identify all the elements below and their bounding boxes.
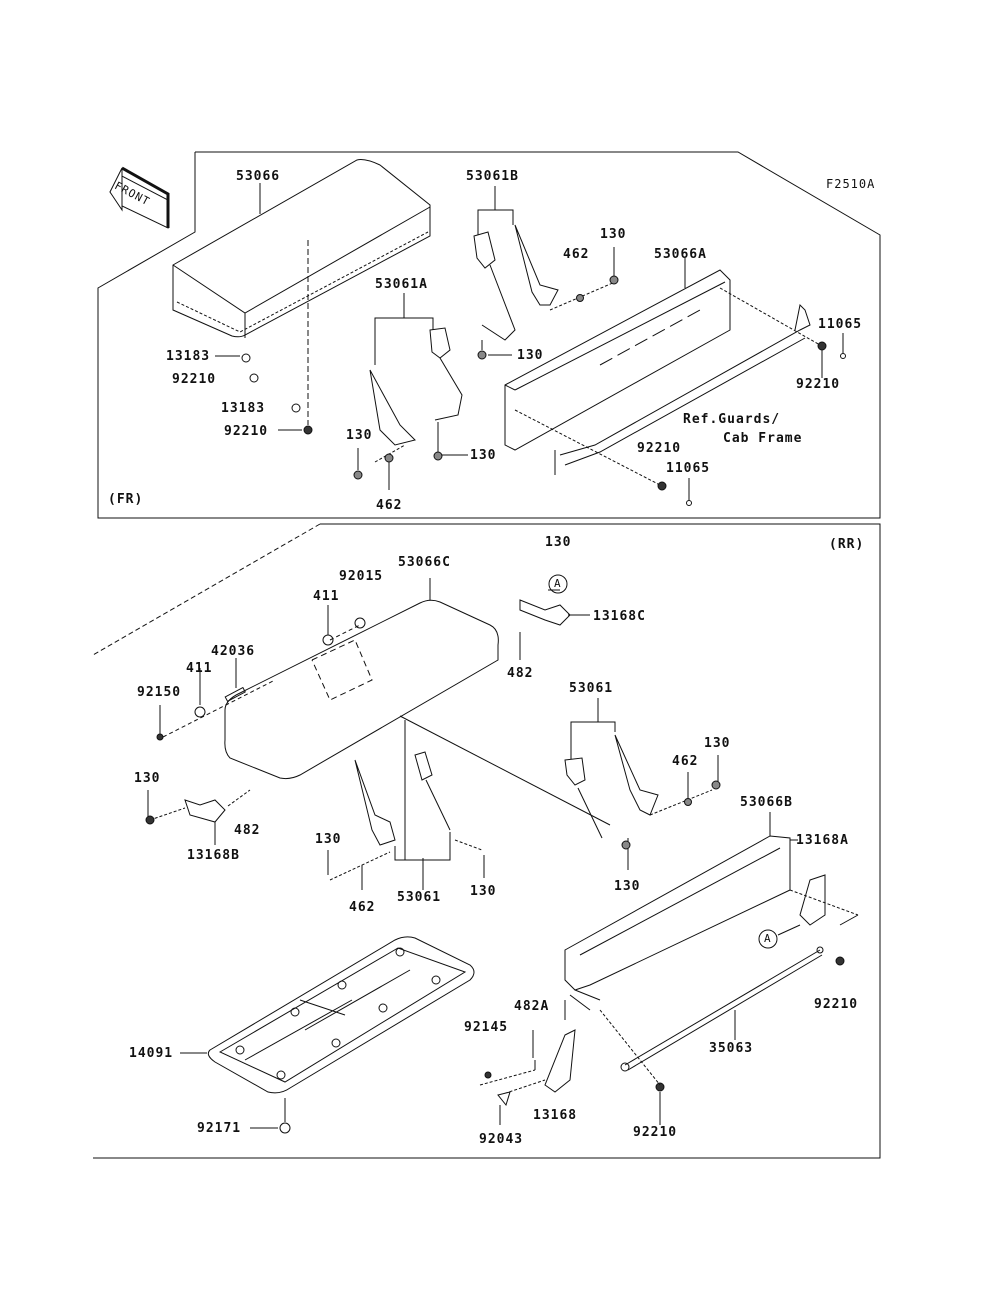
- part-label: 482A: [514, 999, 550, 1014]
- part-label: 13183: [166, 349, 211, 364]
- part-label: 130: [600, 227, 627, 242]
- part-label: 92210: [814, 997, 859, 1012]
- reference-note-line1: Ref.Guards/: [683, 412, 781, 427]
- tray-14091: [208, 937, 474, 1093]
- part-label: 13168B: [187, 848, 240, 863]
- seat-53066C: [225, 578, 498, 779]
- part-label: 130: [315, 832, 342, 847]
- rear-section-frame: [93, 524, 880, 1158]
- part-label: 130: [470, 448, 497, 463]
- part-label: 130: [704, 736, 731, 751]
- part-label: 130: [470, 884, 497, 899]
- part-label: 462: [672, 754, 699, 769]
- callout-a-marker: A: [554, 577, 562, 590]
- part-label: 53061: [569, 681, 614, 696]
- part-label: 92015: [339, 569, 384, 584]
- part-label: 92210: [637, 441, 682, 456]
- part-label: 53061: [397, 890, 442, 905]
- front-section-frame: [98, 152, 880, 518]
- part-label: 14091: [129, 1046, 174, 1061]
- part-label: 130: [517, 348, 544, 363]
- part-label: 42036: [211, 644, 256, 659]
- part-label: 411: [313, 589, 340, 604]
- part-label: 11065: [666, 461, 711, 476]
- part-label: 92210: [172, 372, 217, 387]
- part-label: 53066C: [398, 555, 451, 570]
- part-label: 92210: [224, 424, 269, 439]
- part-label: 53066A: [654, 247, 707, 262]
- part-label: 462: [349, 900, 376, 915]
- part-label: 92145: [464, 1020, 509, 1035]
- part-label: 411: [186, 661, 213, 676]
- part-label: 92210: [796, 377, 841, 392]
- part-label: 13168C: [593, 609, 646, 624]
- part-label: 130: [614, 879, 641, 894]
- part-label: 130: [134, 771, 161, 786]
- section-rear-label: (RR): [829, 537, 865, 552]
- front-arrow-icon: [110, 168, 168, 228]
- part-label: 462: [376, 498, 403, 513]
- section-front-label: (FR): [108, 492, 144, 507]
- part-label: 13168A: [796, 833, 849, 848]
- part-label: 53061B: [466, 169, 519, 184]
- part-label: 462: [563, 247, 590, 262]
- panel-53066A: [505, 270, 730, 450]
- part-label: 92210: [633, 1125, 678, 1140]
- seat-53066: [173, 160, 430, 338]
- part-label: 130: [545, 535, 572, 550]
- callout-a-marker-2: A: [764, 932, 772, 945]
- part-label: 53066B: [740, 795, 793, 810]
- part-label: 53061A: [375, 277, 428, 292]
- part-label: 482: [234, 823, 261, 838]
- part-label: 53066: [236, 169, 281, 184]
- part-label: 13183: [221, 401, 266, 416]
- part-label: 13168: [533, 1108, 578, 1123]
- reference-note-line2: Cab Frame: [723, 431, 803, 446]
- part-label: 35063: [709, 1041, 754, 1056]
- part-label: 11065: [818, 317, 863, 332]
- panel-53066B: [565, 836, 790, 1010]
- part-label: 92171: [197, 1121, 242, 1136]
- part-label: 92043: [479, 1132, 524, 1147]
- part-label: 92150: [137, 685, 182, 700]
- part-label: 482: [507, 666, 534, 681]
- part-label: 130: [346, 428, 373, 443]
- diagram-code: F2510A: [826, 177, 876, 191]
